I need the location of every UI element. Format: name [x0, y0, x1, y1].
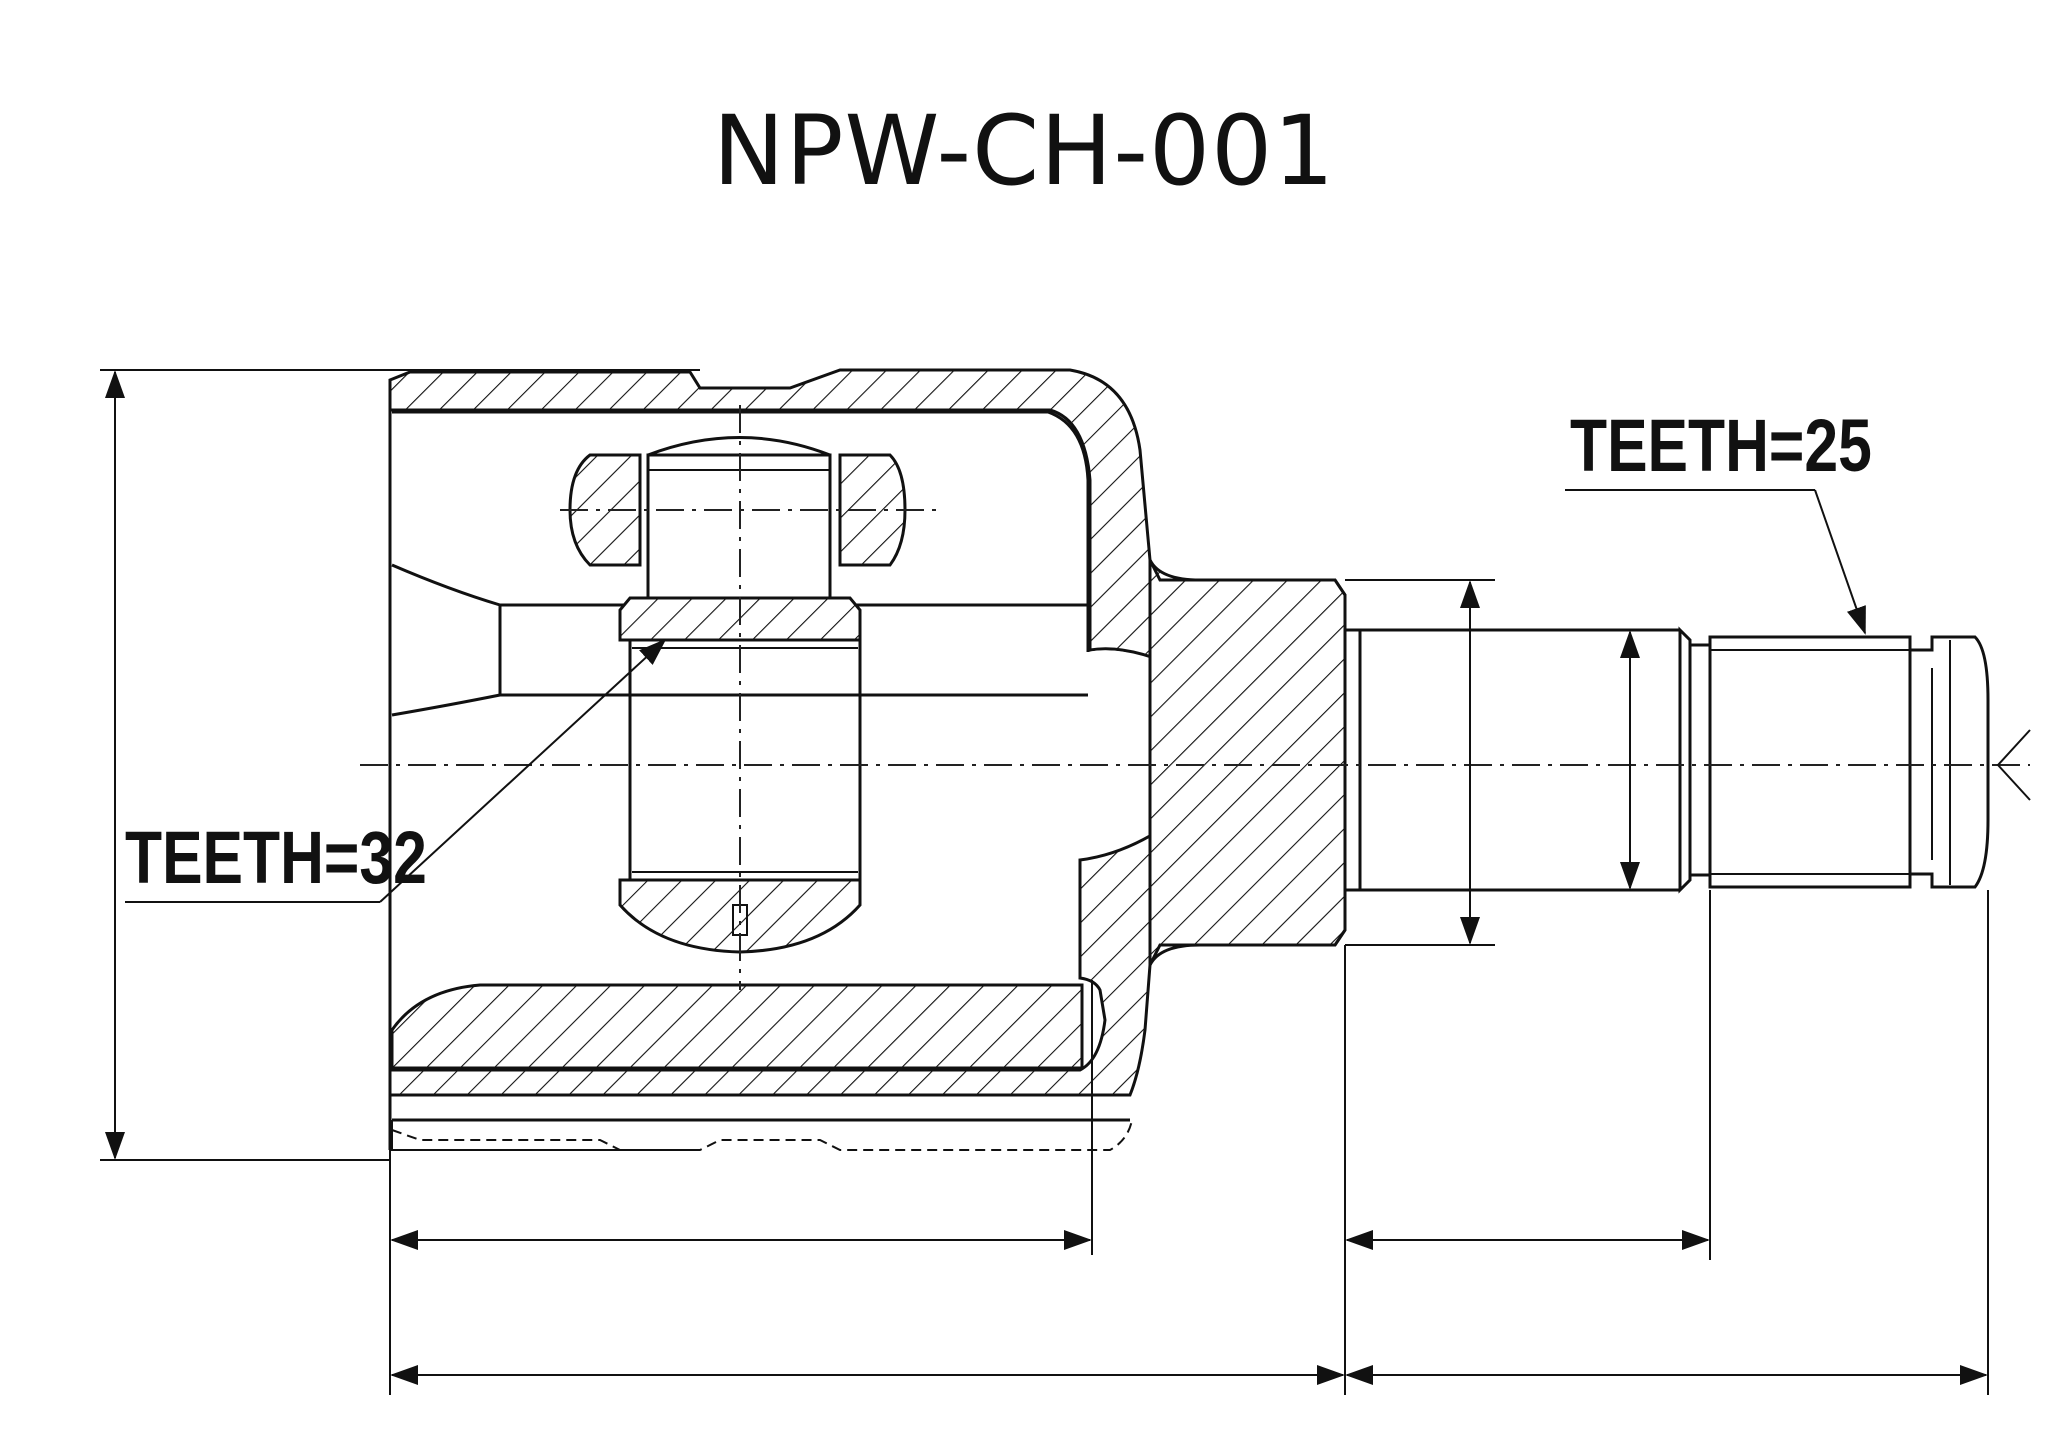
part-number-title: NPW-CH-001: [712, 95, 1336, 207]
teeth-inner-label: TEETH=32: [125, 816, 427, 899]
shaft: [1345, 628, 1362, 892]
stem: [1148, 559, 1347, 966]
housing-lower-wall: [390, 983, 1084, 1070]
spline-end: [1708, 635, 1912, 889]
teeth-outer-label: TEETH=25: [1570, 404, 1872, 487]
